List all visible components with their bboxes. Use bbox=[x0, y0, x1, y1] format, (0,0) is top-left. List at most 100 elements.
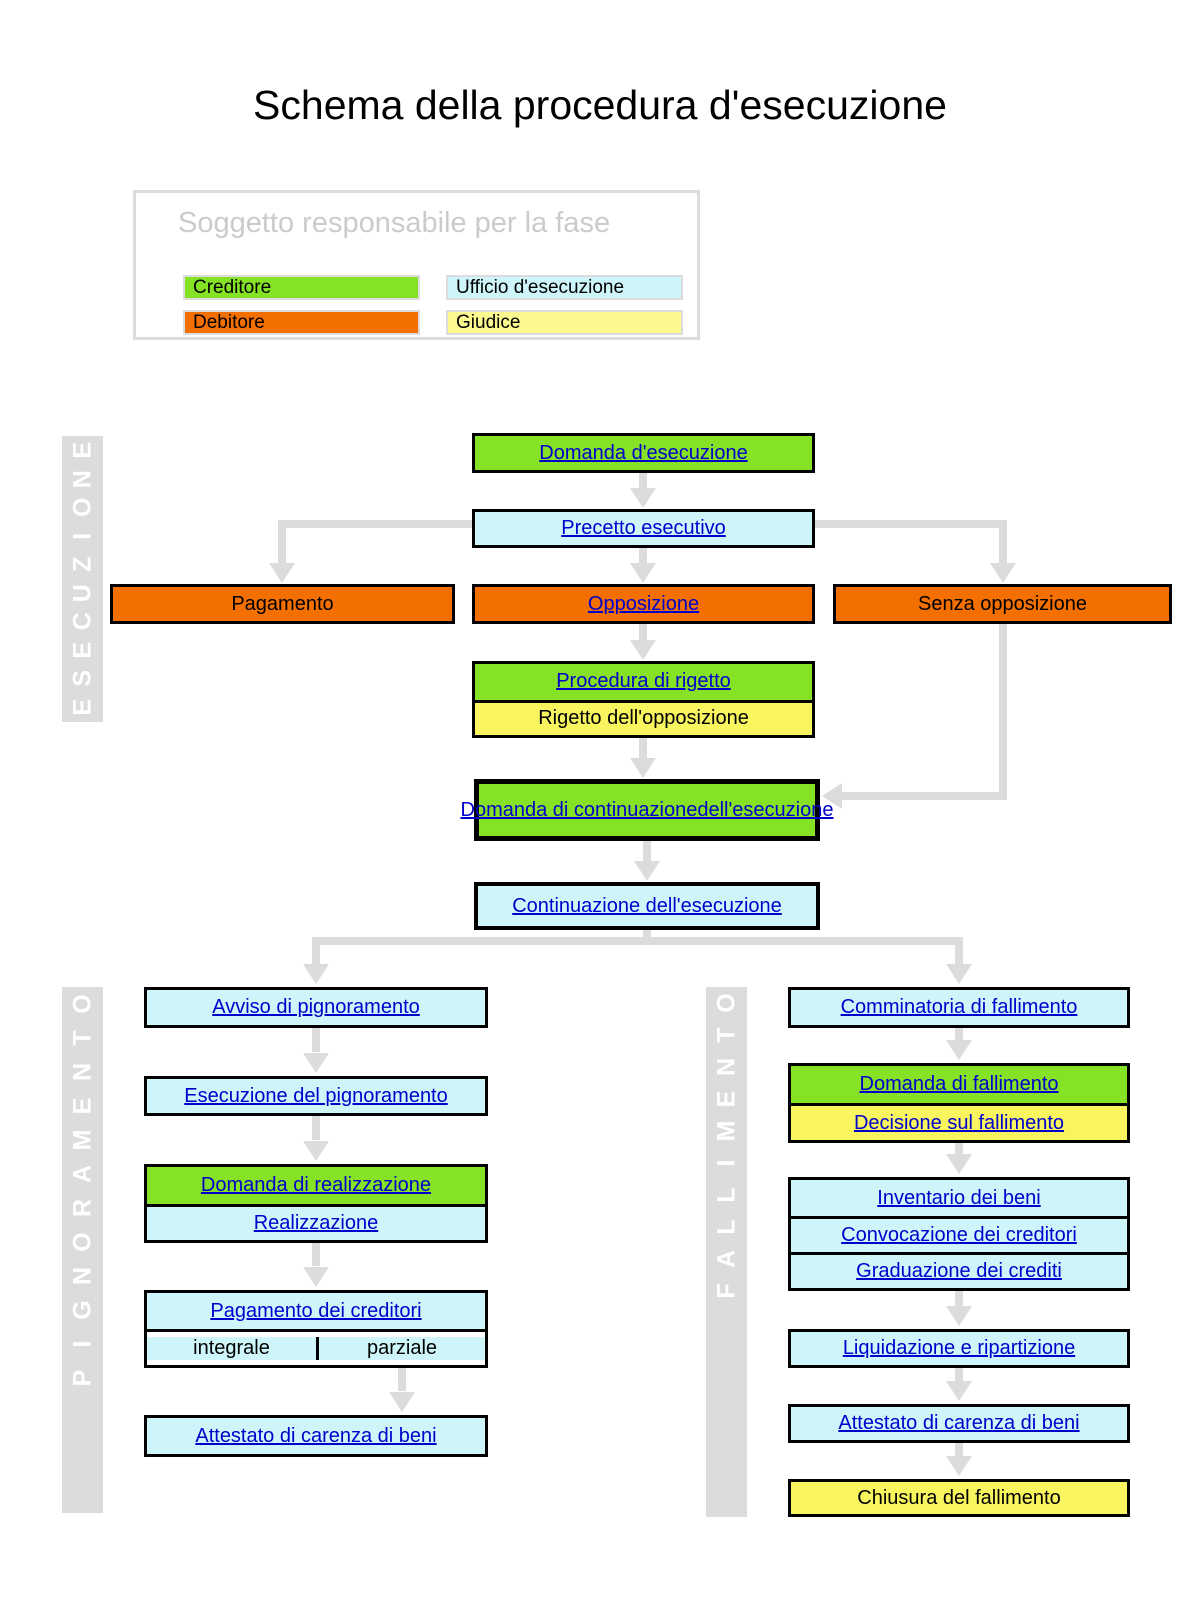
connector bbox=[955, 1143, 963, 1154]
node-senza-opposizione: Senza opposizione bbox=[833, 584, 1172, 624]
legend-item-creditore: Creditore bbox=[183, 275, 420, 300]
legend-panel: Soggetto responsabile per la fase Credit… bbox=[133, 190, 700, 340]
connector bbox=[639, 548, 647, 570]
node-liquidazione-ripartizione: Liquidazione e ripartizione bbox=[788, 1329, 1130, 1368]
label-pagamento: Pagamento bbox=[231, 592, 334, 615]
link-domanda-realizzazione[interactable]: Domanda di realizzazione bbox=[200, 1173, 432, 1196]
phase-letter: O bbox=[68, 994, 96, 1014]
link-convocazione-creditori[interactable]: Convocazione dei creditori bbox=[841, 1224, 1077, 1246]
arrowhead-down bbox=[990, 563, 1016, 583]
link-opposizione[interactable]: Opposizione bbox=[587, 592, 700, 615]
connector bbox=[312, 1028, 320, 1052]
group-realizzazione: Domanda di realizzazione Realizzazione bbox=[144, 1164, 488, 1243]
link-decisione-fallimento[interactable]: Decisione sul fallimento bbox=[853, 1111, 1065, 1134]
link-liquidazione-ripartizione[interactable]: Liquidazione e ripartizione bbox=[842, 1337, 1076, 1359]
connector bbox=[312, 1243, 320, 1266]
link-graduazione-crediti[interactable]: Graduazione dei crediti bbox=[856, 1260, 1062, 1282]
connector bbox=[312, 937, 963, 945]
legend-title: Soggetto responsabile per la fase bbox=[178, 207, 611, 239]
link-domanda-continuazione[interactable]: Domanda di continuazionedell'esecuzione bbox=[460, 798, 834, 821]
node-decisione-fallimento: Decisione sul fallimento bbox=[791, 1103, 1127, 1140]
connector bbox=[955, 937, 963, 967]
link-procedura-rigetto[interactable]: Procedura di rigetto bbox=[556, 670, 731, 693]
node-attestato-carenza-right: Attestato di carenza di beni bbox=[788, 1404, 1130, 1443]
connector bbox=[643, 930, 651, 941]
link-attestato-carenza-right[interactable]: Attestato di carenza di beni bbox=[838, 1412, 1080, 1434]
legend-item-debitore: Debitore bbox=[183, 310, 420, 335]
legend-label-creditore: Creditore bbox=[193, 276, 272, 298]
arrowhead-down bbox=[630, 758, 656, 778]
group-pagamento-creditori: Pagamento dei creditori integrale parzia… bbox=[144, 1290, 488, 1368]
arrowhead-down bbox=[634, 861, 660, 881]
node-attestato-carenza-left: Attestato di carenza di beni bbox=[144, 1415, 488, 1457]
link-domanda-esecuzione[interactable]: Domanda d'esecuzione bbox=[539, 441, 748, 464]
node-pagamento-creditori: Pagamento dei creditori bbox=[147, 1293, 485, 1329]
arrowhead-down bbox=[946, 964, 972, 984]
group-domanda-decisione-fallimento: Domanda di fallimento Decisione sul fall… bbox=[788, 1063, 1130, 1143]
arrowhead-down bbox=[946, 1381, 972, 1401]
arrowhead-down bbox=[303, 1053, 329, 1073]
connector bbox=[312, 1116, 320, 1140]
node-realizzazione: Realizzazione bbox=[147, 1203, 485, 1240]
node-domanda-realizzazione: Domanda di realizzazione bbox=[147, 1167, 485, 1204]
legend-label-giudice: Giudice bbox=[456, 311, 521, 333]
legend-label-ufficio: Ufficio d'esecuzione bbox=[456, 276, 625, 298]
connector bbox=[955, 1291, 963, 1306]
legend-item-giudice: Giudice bbox=[446, 310, 683, 335]
arrowhead-left bbox=[822, 783, 842, 809]
link-pagamento-creditori[interactable]: Pagamento dei creditori bbox=[210, 1299, 422, 1322]
link-realizzazione[interactable]: Realizzazione bbox=[253, 1211, 379, 1234]
link-avviso-pignoramento[interactable]: Avviso di pignoramento bbox=[212, 996, 420, 1018]
label-rigetto-opposizione: Rigetto dell'opposizione bbox=[538, 707, 749, 730]
connector bbox=[312, 937, 320, 967]
arrowhead-down bbox=[303, 1267, 329, 1287]
cell-integrale: integrale bbox=[147, 1337, 316, 1360]
node-precetto-esecutivo: Precetto esecutivo bbox=[472, 509, 815, 548]
connector bbox=[398, 1368, 406, 1391]
node-graduazione-crediti: Graduazione dei crediti bbox=[791, 1252, 1127, 1288]
connector bbox=[999, 520, 1007, 567]
connector bbox=[643, 841, 651, 866]
link-esecuzione-pignoramento[interactable]: Esecuzione del pignoramento bbox=[184, 1084, 448, 1107]
row-integrale-parziale: integrale parziale bbox=[147, 1329, 485, 1365]
link-continuazione[interactable]: Continuazione dell'esecuzione bbox=[512, 894, 782, 917]
node-esecuzione-pignoramento: Esecuzione del pignoramento bbox=[144, 1076, 488, 1116]
link-precetto-esecutivo[interactable]: Precetto esecutivo bbox=[561, 517, 726, 539]
arrowhead-down bbox=[303, 964, 329, 984]
link-attestato-carenza-left[interactable]: Attestato di carenza di beni bbox=[195, 1424, 437, 1447]
legend-item-ufficio: Ufficio d'esecuzione bbox=[446, 275, 683, 300]
arrowhead-down bbox=[303, 1141, 329, 1161]
node-continuazione: Continuazione dell'esecuzione bbox=[474, 882, 820, 930]
arrowhead-down bbox=[630, 488, 656, 508]
link-domanda-fallimento[interactable]: Domanda di fallimento bbox=[859, 1073, 1059, 1095]
label-parziale: parziale bbox=[366, 1337, 438, 1359]
arrowhead-down bbox=[269, 563, 295, 583]
node-rigetto-opposizione: Rigetto dell'opposizione bbox=[475, 699, 812, 735]
page-title: Schema della procedura d'esecuzione bbox=[253, 82, 947, 128]
connector bbox=[999, 624, 1007, 800]
connector bbox=[955, 1443, 963, 1456]
node-domanda-continuazione: Domanda di continuazionedell'esecuzione bbox=[461, 779, 833, 841]
node-domanda-esecuzione: Domanda d'esecuzione bbox=[472, 433, 815, 473]
link-comminatoria-fallimento[interactable]: Comminatoria di fallimento bbox=[840, 996, 1078, 1018]
node-procedura-rigetto: Procedura di rigetto bbox=[475, 664, 812, 700]
label-senza-opposizione: Senza opposizione bbox=[917, 592, 1087, 615]
connector bbox=[955, 1028, 963, 1040]
link-inventario-beni[interactable]: Inventario dei beni bbox=[877, 1186, 1041, 1209]
arrowhead-down bbox=[946, 1306, 972, 1326]
node-chiusura-fallimento: Chiusura del fallimento bbox=[788, 1479, 1130, 1517]
arrowhead-down bbox=[946, 1154, 972, 1174]
phase-letter: E bbox=[68, 441, 96, 459]
arrowhead-down bbox=[630, 640, 656, 660]
node-convocazione-creditori: Convocazione dei creditori bbox=[791, 1216, 1127, 1252]
legend-label-debitore: Debitore bbox=[193, 311, 265, 333]
phase-letter: O bbox=[712, 993, 740, 1013]
connector bbox=[639, 473, 647, 495]
connector bbox=[955, 1368, 963, 1381]
group-rigetto: Procedura di rigetto Rigetto dell'opposi… bbox=[472, 661, 815, 738]
group-inventario-convocazione-graduazione: Inventario dei beni Convocazione dei cre… bbox=[788, 1177, 1130, 1291]
